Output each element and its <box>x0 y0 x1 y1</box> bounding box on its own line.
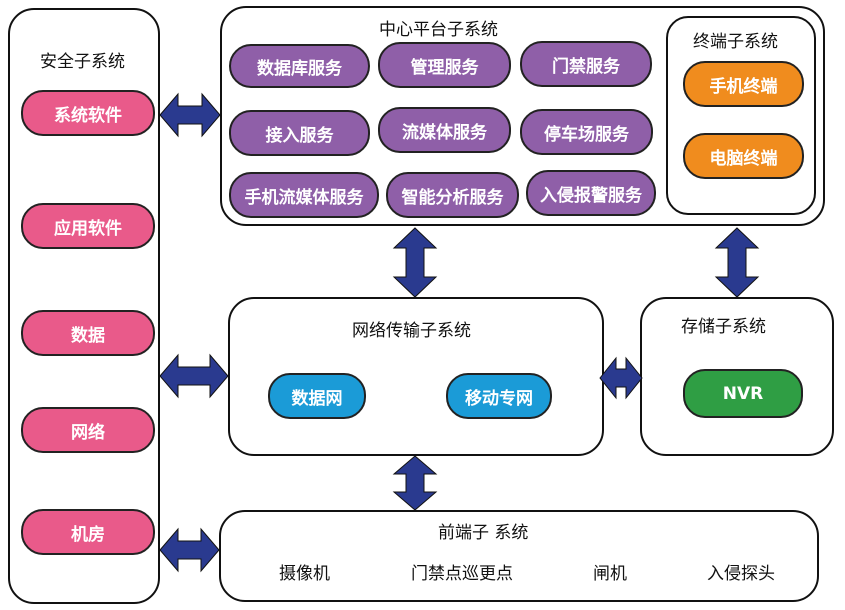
arrow-network-frontend <box>392 455 438 511</box>
security-item-application-software: 应用软件 <box>21 203 155 249</box>
arrow-network-storage <box>599 356 643 400</box>
network-item-mobile-private-network: 移动专网 <box>446 373 552 419</box>
frontend-item-door-patrol-point: 门禁点巡更点 <box>411 564 513 584</box>
service-mobile-streaming: 手机流媒体服务 <box>229 172 379 218</box>
security-subsystem-title: 安全子系统 <box>40 52 125 72</box>
frontend-subsystem-box <box>219 510 819 602</box>
network-item-data-network: 数据网 <box>268 373 366 419</box>
arrow-security-central <box>159 92 221 138</box>
security-item-data: 数据 <box>21 310 155 356</box>
security-item-machine-room: 机房 <box>21 509 155 555</box>
security-item-network: 网络 <box>21 407 155 453</box>
frontend-item-gate: 闸机 <box>593 564 627 584</box>
service-intelligent-analysis: 智能分析服务 <box>386 172 519 218</box>
storage-subsystem-title: 存储子系统 <box>681 317 766 337</box>
network-subsystem-title: 网络传输子系统 <box>352 321 471 341</box>
central-platform-title: 中心平台子系统 <box>379 20 498 40</box>
service-intrusion-alarm: 入侵报警服务 <box>526 170 656 216</box>
terminal-item-computer: 电脑终端 <box>683 133 804 179</box>
terminal-subsystem-box <box>666 16 816 215</box>
arrow-central-storage <box>714 227 760 298</box>
service-management: 管理服务 <box>378 42 511 88</box>
storage-item-nvr: NVR <box>683 369 803 418</box>
frontend-item-intrusion-detector: 入侵探头 <box>707 564 775 584</box>
service-parking: 停车场服务 <box>520 109 653 155</box>
service-access-control: 门禁服务 <box>520 41 652 87</box>
service-database: 数据库服务 <box>229 44 370 88</box>
service-access: 接入服务 <box>229 110 370 156</box>
arrow-central-network <box>392 227 438 298</box>
terminal-item-mobile: 手机终端 <box>683 61 804 107</box>
arrow-security-network <box>159 353 229 399</box>
frontend-item-camera: 摄像机 <box>279 564 330 584</box>
terminal-subsystem-title: 终端子系统 <box>693 32 778 52</box>
service-streaming: 流媒体服务 <box>378 107 511 153</box>
arrow-security-frontend <box>159 527 220 573</box>
security-item-system-software: 系统软件 <box>21 90 155 136</box>
frontend-subsystem-title: 前端子 系统 <box>438 523 529 543</box>
